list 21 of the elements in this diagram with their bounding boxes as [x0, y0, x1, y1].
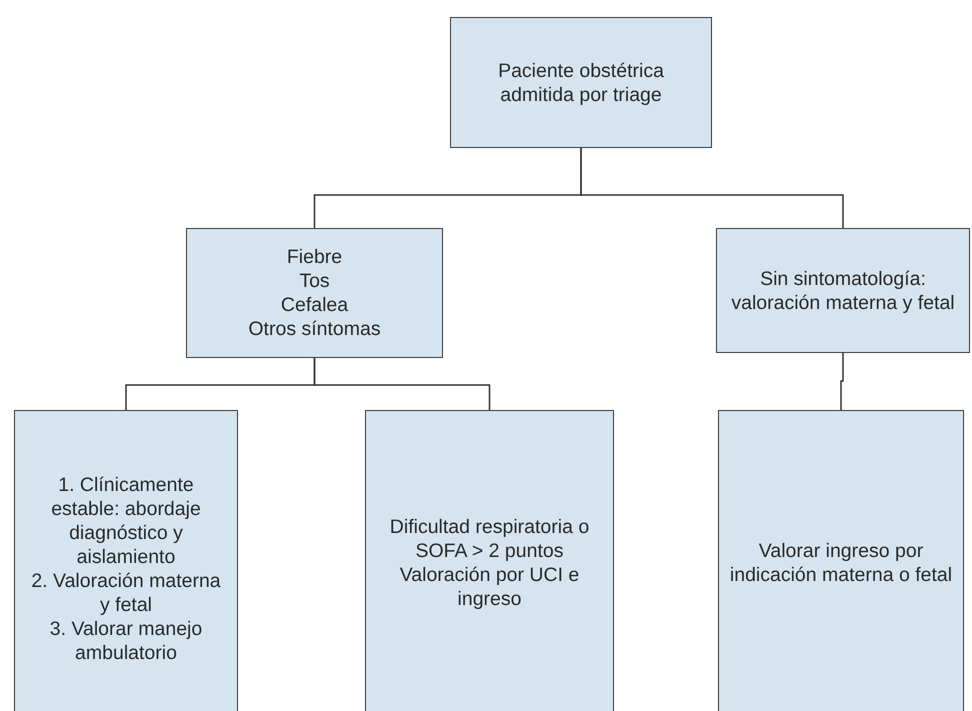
- connector-line: [314, 358, 490, 410]
- process-box: [14, 410, 238, 711]
- box-text: 3. Valorar manejo ambulatorio: [48, 616, 204, 664]
- connector-line: [580, 148, 844, 228]
- box-text: Valoración por UCI e ingreso: [398, 562, 580, 610]
- box-text: Otros síntomas: [248, 317, 381, 341]
- box-text: Valorar ingreso por indicación materna o fetal: [729, 538, 953, 586]
- box-text: Cefalea: [280, 293, 348, 317]
- box-text: 2. Valoración materna y fetal: [30, 568, 222, 616]
- box-text: Tos: [299, 269, 330, 293]
- connector-line: [840, 353, 844, 410]
- box-text: Dificultad respiratoria o SOFA > 2 puntos: [388, 514, 590, 562]
- process-box: [450, 17, 712, 148]
- process-box: [716, 228, 970, 353]
- box-text: Sin sintomatología: valoración materna y fetal: [730, 266, 956, 314]
- box-text: 1. Clínicamente estable: abordaje diagnóstico y aislamiento: [50, 472, 202, 568]
- process-box: [718, 410, 964, 711]
- box-text: Paciente obstétrica admitida por triage: [497, 58, 665, 106]
- process-box: [186, 228, 443, 358]
- process-box: [365, 410, 614, 711]
- box-text: Fiebre: [286, 245, 342, 269]
